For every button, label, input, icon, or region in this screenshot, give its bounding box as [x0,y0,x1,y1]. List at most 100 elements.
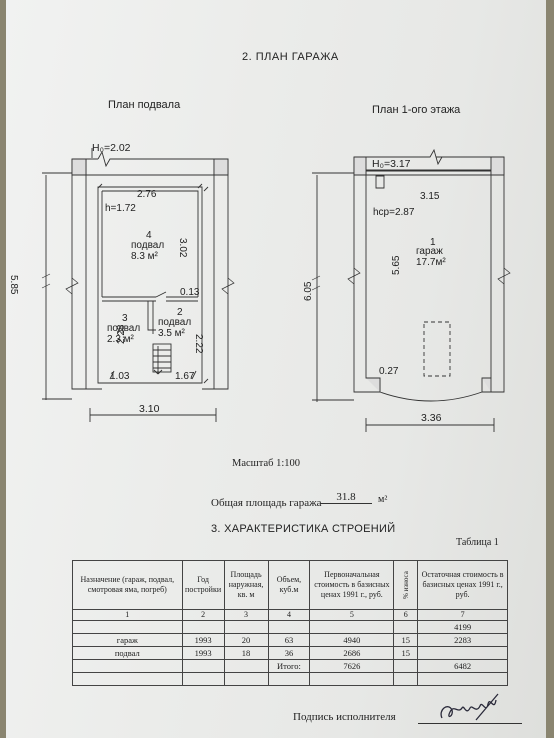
basement-dim-left: 5.85 [8,275,19,295]
col-number: 5 [309,609,395,621]
room1-name: гараж [416,246,443,257]
table-cell [72,659,183,673]
table-row: гараж 1993 20 63 4940 15 2283 [72,633,508,647]
header-purpose: Назначение (гараж, подвал, смотровая яма… [72,560,183,610]
table-cell [72,672,183,686]
table-cell: 15 [393,633,419,647]
table-cell: 18 [223,646,269,660]
basement-height-label: h=1.72 [105,203,136,214]
table-number-row: 1 2 3 4 5 6 7 [72,609,508,621]
document-page: 2. ПЛАН ГАРАЖА План подвала План 1-ого э… [6,0,546,738]
header-year: Год постройки [181,560,225,610]
room2-area: 3.5 м² [158,328,185,339]
table-cell: подвал [72,646,183,660]
table-cell [223,620,269,634]
basement-dim-222: 2.22 [193,334,204,354]
room3-area: 2.3 м² [107,334,134,345]
table-cell [393,620,419,634]
room3-name: подвал [107,323,141,334]
table-cell: 4199 [417,620,508,634]
basement-plan-title: План подвала [108,99,181,111]
header-wear: % износа [393,560,418,610]
table-cell-total-residual: 6482 [417,659,508,673]
table-row: 4199 [72,620,508,634]
table-cell-total-label: Итого: [267,659,311,673]
garage-plan [311,148,511,432]
characteristics-table: Назначение (гараж, подвал, смотровая яма… [72,560,508,686]
basement-plan [41,148,235,422]
table-cell: 1993 [181,633,225,647]
header-volume: Объем, куб.м [267,560,311,610]
basement-dim-bottom: 3.10 [139,403,160,415]
total-area-label: Общая площадь гаража [211,497,322,509]
table-cell [393,659,419,673]
table-row [72,672,508,686]
room3-number: 3 [122,313,128,324]
scale-label: Масштаб 1:100 [232,458,301,469]
characteristics-title: 3. ХАРАКТЕРИСТИКА СТРОЕНИЙ [211,523,396,535]
signature-mark [440,693,499,721]
garage-dim-left: 6.05 [303,281,314,301]
garage-h0-label: H₀=3.17 [372,158,411,170]
col-number: 4 [267,609,311,621]
table-row: Итого: 7626 6482 [72,659,508,673]
header-initial-cost: Первоначальная стоимость в базисных цена… [309,560,395,610]
table-cell [223,672,269,686]
col-number: 3 [223,609,269,621]
basement-dim-top: 2.76 [137,189,157,200]
col-number: 6 [393,609,419,621]
table-cell: 1993 [181,646,225,660]
table-cell [181,659,225,673]
garage-dim-027: 0.27 [379,366,399,377]
table-cell [72,620,183,634]
header-area: Площадь наружная, кв. м [223,560,269,610]
table-cell [267,620,311,634]
room2-number: 2 [177,307,183,318]
table-cell [309,672,395,686]
table-cell-total-initial: 7626 [309,659,395,673]
table-cell: 63 [267,633,311,647]
table-cell [309,620,395,634]
total-area-unit: м² [378,494,388,505]
basement-dim-small: 0.13 [180,287,200,298]
signature-label: Подпись исполнителя [293,711,396,723]
table-cell [181,620,225,634]
table-cell: 15 [393,646,419,660]
room2-name: подвал [158,317,192,328]
table-cell [267,672,311,686]
table-header-row: Назначение (гараж, подвал, смотровая яма… [72,560,508,610]
table-cell [223,659,269,673]
basement-dim-167: 1.67 [175,371,195,382]
table-cell [417,646,508,660]
basement-dim-right: 3.02 [177,238,188,258]
table-cell [181,672,225,686]
basement-dim-228: 2.28 [116,324,127,344]
table-label: Таблица 1 [456,537,499,548]
floor-plans-drawing [41,148,511,432]
section-title: 2. ПЛАН ГАРАЖА [242,51,339,63]
basement-dim-103: 1.03 [110,371,130,382]
room4-number: 4 [146,230,152,241]
room1-area: 17.7м² [416,257,446,268]
basement-h0-label: H₀=2.02 [92,142,131,154]
col-number: 2 [181,609,225,621]
garage-height-label: hср=2.87 [373,207,415,218]
room4-area: 8.3 м² [131,251,158,262]
table-cell: гараж [72,633,183,647]
garage-dim-bottom: 3.36 [421,412,442,424]
table-cell: 20 [223,633,269,647]
table-row: подвал 1993 18 36 2686 15 [72,646,508,660]
garage-dim-top: 3.15 [420,191,440,202]
total-area-value: 31.8 [320,491,372,504]
room4-name: подвал [131,240,165,251]
col-number: 7 [417,609,508,621]
signature-line [418,723,522,724]
table-cell: 36 [267,646,311,660]
table-cell [417,672,508,686]
room1-number: 1 [430,237,436,248]
header-residual-cost: Остаточная стоимость в базисных ценах 19… [417,560,508,610]
col-number: 1 [72,609,183,621]
table-cell: 4940 [309,633,395,647]
first-floor-plan-title: План 1-ого этажа [372,104,461,116]
table-cell [393,672,419,686]
